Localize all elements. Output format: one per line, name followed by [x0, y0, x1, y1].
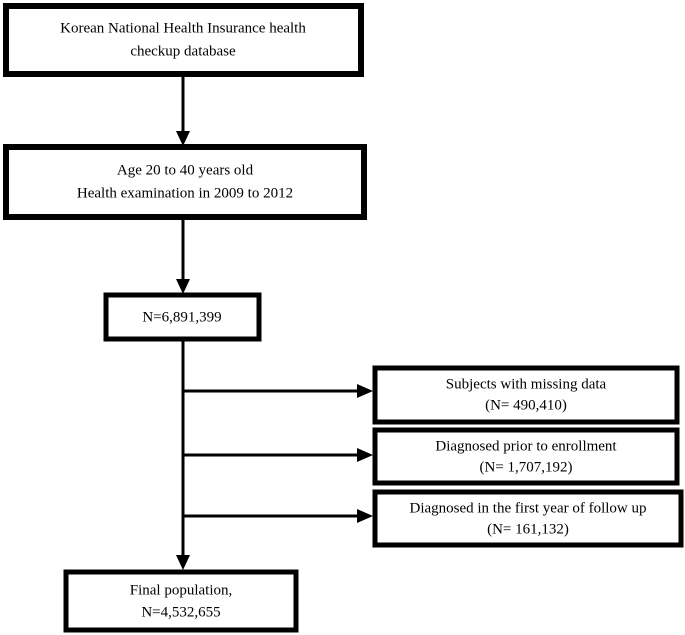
- node-criteria-line1: Age 20 to 40 years old: [117, 162, 254, 178]
- node-exclusion-missing-data: Subjects with missing data (N= 490,410): [372, 365, 680, 425]
- connector-criteria-to-eligible: [176, 219, 190, 294]
- node-exclusion3-line2: (N= 161,132): [487, 521, 569, 537]
- node-exclusion1-line2: (N= 490,410): [485, 397, 567, 413]
- node-exclusion2-line1: Diagnosed prior to enrollment: [435, 438, 617, 454]
- node-final-line2: N=4,532,655: [141, 604, 220, 620]
- node-source-line2: checkup database: [130, 43, 236, 59]
- node-criteria: Age 20 to 40 years old Health examinatio…: [3, 144, 367, 220]
- node-criteria-line2: Health examination in 2009 to 2012: [77, 185, 293, 201]
- node-final-line1: Final population,: [130, 582, 233, 598]
- node-source-line1: Korean National Health Insurance health: [60, 20, 306, 36]
- connector-eligible-to-trunk: [176, 340, 190, 570]
- node-exclusion1-line1: Subjects with missing data: [446, 376, 607, 392]
- connector-branch-exclusion1: [183, 384, 373, 398]
- node-final-population: Final population, N=4,532,655: [63, 569, 299, 633]
- node-eligible-count: N=6,891,399: [103, 292, 262, 342]
- node-exclusion-first-year-diagnosis: Diagnosed in the first year of follow up…: [372, 489, 684, 548]
- node-exclusion3-line1: Diagnosed in the first year of follow up: [409, 500, 646, 516]
- connector-source-to-criteria: [176, 74, 190, 146]
- connector-branch-exclusion2: [183, 448, 373, 462]
- node-eligible-count-value: N=6,891,399: [142, 309, 221, 325]
- node-exclusion2-line2: (N= 1,707,192): [479, 459, 572, 475]
- node-source: Korean National Health Insurance health …: [3, 3, 364, 77]
- node-exclusion-prior-diagnosis: Diagnosed prior to enrollment (N= 1,707,…: [372, 427, 680, 486]
- connector-branch-exclusion3: [183, 509, 373, 523]
